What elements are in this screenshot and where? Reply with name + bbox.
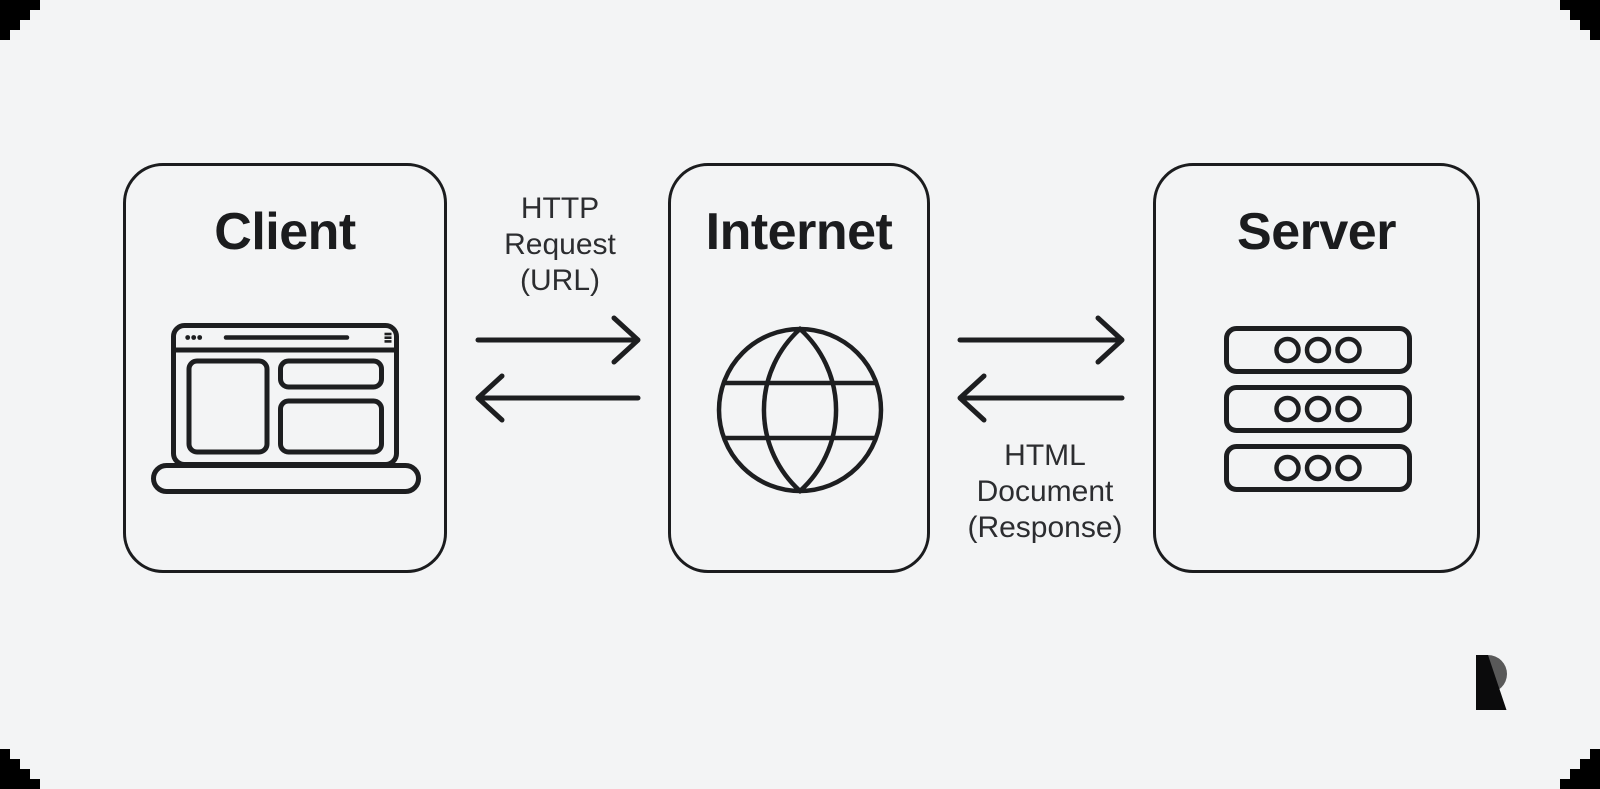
node-client: Client [123,163,447,573]
arrow-left-server-to-internet [957,373,1125,423]
arrow-right-client-to-internet [475,315,641,365]
node-internet: Internet [668,163,930,573]
brand-logo-r-icon [1476,655,1507,710]
node-server: Server [1153,163,1480,573]
node-client-title: Client [214,203,356,261]
node-server-title: Server [1237,203,1396,261]
arrow-right-internet-to-server [957,315,1125,365]
flow-label-http-request: HTTP Request (URL) [504,192,616,297]
globe-icon [716,325,884,495]
arrow-left-internet-to-client [475,373,641,423]
node-internet-title: Internet [705,203,893,261]
logo-stem-shape [1476,655,1507,710]
flow-label-html-document: HTML Document (Response) [967,439,1123,544]
server-stack-icon [1224,326,1412,492]
laptop-browser-icon [151,323,421,494]
